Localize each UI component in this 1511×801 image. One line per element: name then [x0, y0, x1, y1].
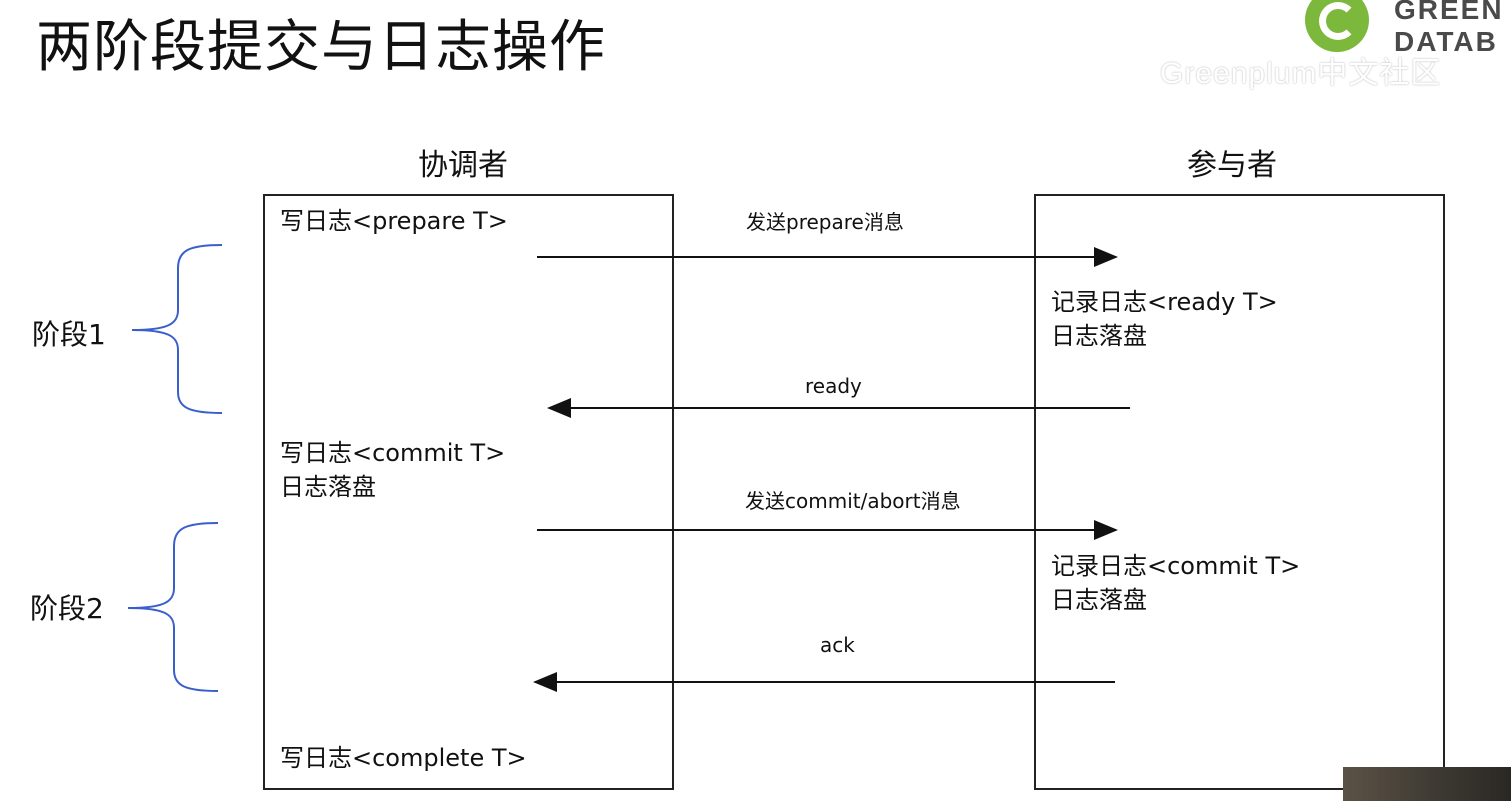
participant-heading: 参与者	[1187, 148, 1277, 183]
phase2-brace	[127, 522, 219, 692]
logo-wordmark: GREEN DATAB	[1394, 0, 1504, 58]
logo-text-line2: DATAB	[1394, 26, 1498, 57]
phase2-label: 阶段2	[30, 592, 104, 625]
participant-commit-flush: 日志落盘	[1051, 586, 1147, 614]
send-prepare-label: 发送prepare消息	[746, 210, 904, 234]
participant-ready-log: 记录日志<ready T>	[1051, 288, 1278, 316]
ack-label: ack	[820, 633, 855, 657]
watermark: Greenplum中文社区	[1160, 57, 1442, 90]
ready-label: ready	[805, 374, 862, 398]
greenplum-logo: GREEN DATAB	[1300, 0, 1511, 60]
greenplum-logo-icon	[1305, 0, 1369, 52]
participant-ready-flush: 日志落盘	[1051, 322, 1147, 350]
participant-commit-log: 记录日志<commit T>	[1051, 552, 1301, 580]
coordinator-prepare-log: 写日志<prepare T>	[280, 207, 508, 235]
phase1-label: 阶段1	[32, 318, 106, 351]
coordinator-commit-log: 写日志<commit T>	[280, 439, 506, 467]
coordinator-complete-log: 写日志<complete T>	[280, 744, 527, 772]
speaker-video-thumbnail	[1343, 767, 1511, 801]
coordinator-heading: 协调者	[418, 148, 508, 183]
coordinator-commit-flush: 日志落盘	[280, 473, 376, 501]
slide-title: 两阶段提交与日志操作	[36, 15, 606, 80]
logo-text-line1: GREEN	[1394, 0, 1504, 25]
send-commit-abort-label: 发送commit/abort消息	[745, 489, 961, 513]
phase1-brace	[131, 244, 223, 414]
participant-box	[1034, 194, 1445, 790]
coordinator-box	[263, 194, 674, 790]
